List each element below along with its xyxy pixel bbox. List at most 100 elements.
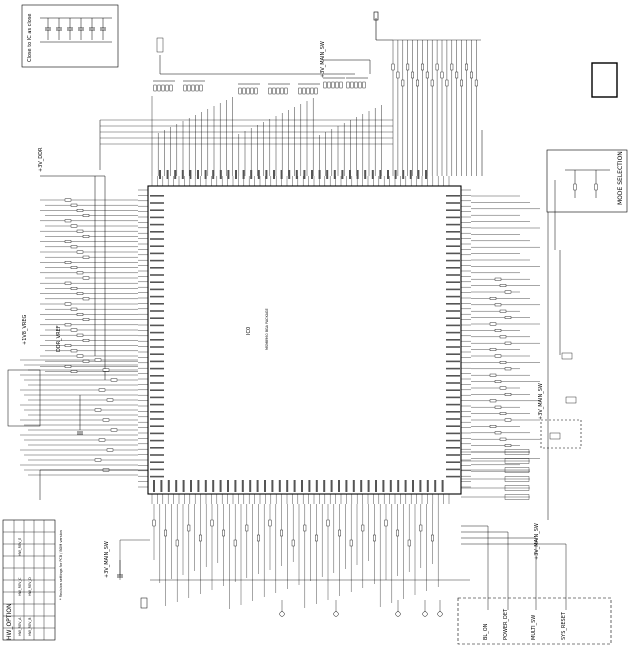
left-series-resistor (64, 240, 72, 243)
resistor-array-element (254, 87, 258, 95)
pin-label-mark (174, 170, 177, 179)
pin-label-mark (153, 480, 155, 492)
right-series-resistor (499, 437, 507, 441)
series-resistor (474, 79, 478, 87)
lower-left-resistor (106, 398, 114, 402)
right-series-resistor (489, 348, 497, 351)
resistor-array-element (280, 87, 284, 95)
hw-option-title: HW_OPTION (6, 604, 13, 640)
left-series-resistor (70, 266, 78, 269)
test-point (437, 611, 443, 617)
pin-label-mark (367, 480, 370, 492)
pin-label-mark (330, 480, 333, 492)
bottom-series-resistor (245, 524, 249, 532)
pin-label-mark (160, 480, 163, 492)
pin-label-mark (446, 454, 460, 456)
bottom-series-resistor (280, 529, 283, 537)
pin-label-mark (409, 170, 412, 179)
pin-label-mark (356, 170, 359, 179)
pin-label-mark (446, 259, 460, 262)
pin-label-mark (288, 170, 291, 179)
series-resistor (450, 63, 454, 71)
bottom-series-resistor (210, 519, 214, 527)
right-series-resistor (504, 316, 512, 319)
pin-label-mark (150, 223, 164, 226)
pin-label-mark (446, 432, 460, 435)
resistor-array-element (302, 87, 306, 95)
lower-left-resistor (98, 438, 106, 442)
lower-left-resistor (102, 418, 110, 422)
lower-left-resistor (110, 428, 118, 432)
bottom-right-net-label: POWER_DET (503, 608, 509, 640)
hw-option-row: HW_REV_E (18, 538, 22, 556)
dashed-option-box-right (540, 419, 582, 449)
series-resistor (401, 79, 405, 87)
resistor-array-element (199, 84, 203, 92)
resistor-array-element (327, 81, 331, 89)
pin-label-mark (241, 480, 244, 492)
pin-label-mark (150, 281, 164, 283)
pin-label-mark (150, 389, 164, 391)
pin-label-mark (150, 231, 164, 233)
pin-label-mark (389, 480, 392, 492)
pin-label-mark (446, 324, 460, 327)
pin-label-mark (150, 252, 164, 255)
pin-label-mark (150, 439, 164, 442)
right-lower-pad (504, 467, 530, 473)
pin-label-mark (150, 274, 164, 276)
pin-label-mark (271, 480, 274, 492)
bottom-series-resistor (164, 529, 167, 537)
resistor-array-element (191, 84, 195, 92)
pin-label-mark (446, 425, 460, 427)
pin-label-mark (150, 411, 164, 413)
pin-label-mark (446, 375, 460, 377)
decoupling-cap-box (21, 4, 119, 68)
pin-label-mark (204, 480, 207, 492)
pin-label-mark (419, 480, 422, 492)
bottom-series-resistor (303, 524, 307, 532)
pin-label-mark (426, 480, 429, 492)
bottom-series-resistor (361, 524, 365, 532)
pin-label-mark (150, 403, 164, 406)
bottom-series-resistor (175, 539, 179, 547)
resistor-array-element (183, 84, 187, 92)
pin-label-mark (150, 295, 164, 298)
pin-label-mark (446, 331, 460, 334)
pin-label-mark (197, 170, 199, 179)
pin-label-mark (446, 288, 460, 291)
pin-label-mark (212, 170, 215, 179)
pin-label-mark (159, 170, 161, 179)
lower-left-resistor (102, 368, 110, 372)
right-lower-pad (504, 449, 530, 455)
pin-label-mark (150, 317, 164, 319)
pin-label-mark (379, 170, 382, 179)
pin-label-mark (182, 480, 185, 492)
series-resistor (416, 79, 419, 87)
resistor-array-element (323, 81, 327, 89)
pin-label-mark (345, 480, 348, 492)
pin-label-mark (315, 480, 318, 492)
pin-label-mark (412, 480, 414, 492)
series-resistor (425, 71, 429, 79)
series-resistor (455, 71, 459, 79)
resistor-array-element (153, 84, 157, 92)
left-series-resistor (82, 359, 90, 363)
series-resistor (470, 71, 473, 79)
left-series-resistor (70, 307, 78, 311)
pin-label-mark (446, 475, 460, 478)
pin-label-mark (150, 425, 164, 427)
pin-label-mark (150, 396, 164, 399)
pin-label-mark (150, 461, 164, 463)
pin-label-mark (417, 170, 420, 179)
left-series-resistor (76, 229, 84, 233)
pin-label-mark (278, 480, 281, 492)
pin-label-mark (446, 461, 460, 463)
pin-label-mark (273, 170, 275, 179)
right-lower-pad (504, 485, 530, 491)
pin-label-mark (150, 447, 164, 449)
resistor-array-element (195, 84, 199, 92)
pin-label-mark (150, 259, 164, 262)
hw-option-note: * Revision settings for PCB / BOM versio… (59, 530, 63, 600)
pin-label-mark (382, 480, 385, 492)
bottom-connector (140, 597, 148, 609)
